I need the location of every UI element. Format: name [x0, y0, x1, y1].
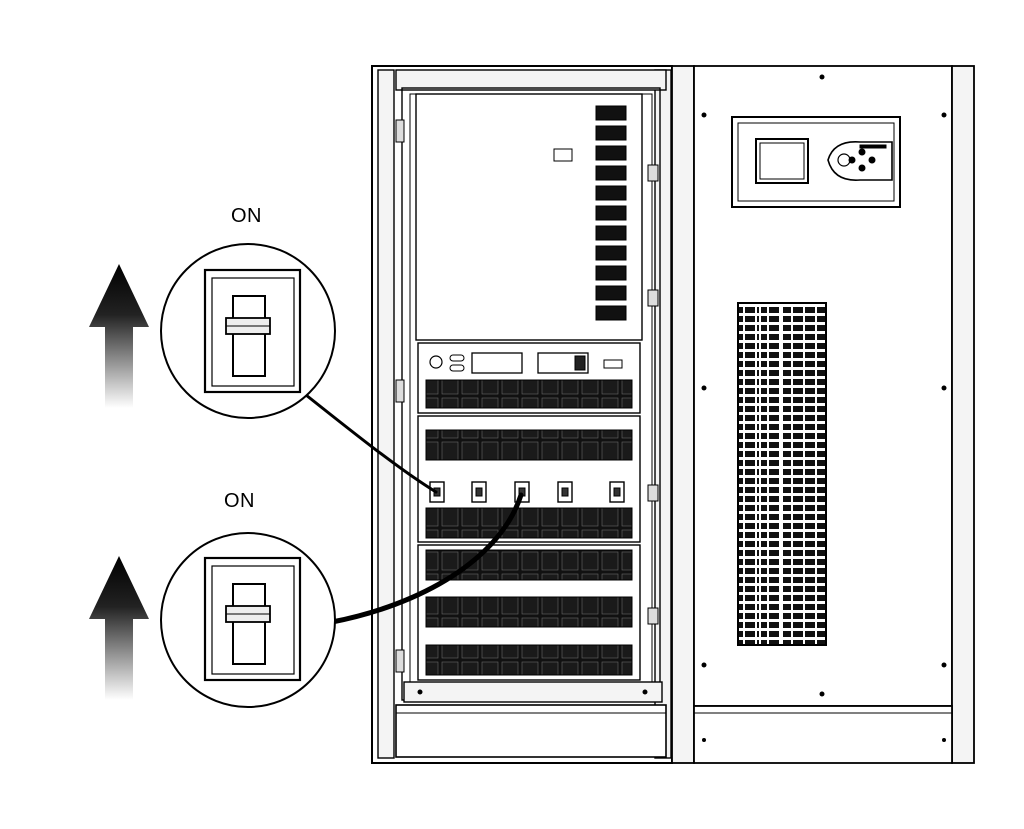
switch-callout-top [89, 243, 336, 419]
up-arrow-bottom-icon [89, 556, 149, 700]
switch-zoom-top-icon [203, 268, 302, 394]
switch-callout-bottom [89, 532, 336, 708]
leader-lines [304, 393, 524, 625]
ventilation-grille [737, 302, 827, 646]
control-keypad [827, 141, 893, 181]
control-panel [731, 116, 901, 208]
breaker-5 [609, 481, 625, 503]
left-cabinet [371, 65, 673, 764]
upper-block-column [595, 105, 627, 321]
up-arrow-top-icon [89, 264, 149, 408]
callout-bottom-label: ON [224, 490, 255, 512]
callout-top-label: ON [231, 205, 262, 227]
breaker-4 [557, 481, 573, 503]
right-cabinet [671, 65, 975, 764]
switch-zoom-bottom-icon [203, 556, 302, 682]
breaker-2 [471, 481, 487, 503]
